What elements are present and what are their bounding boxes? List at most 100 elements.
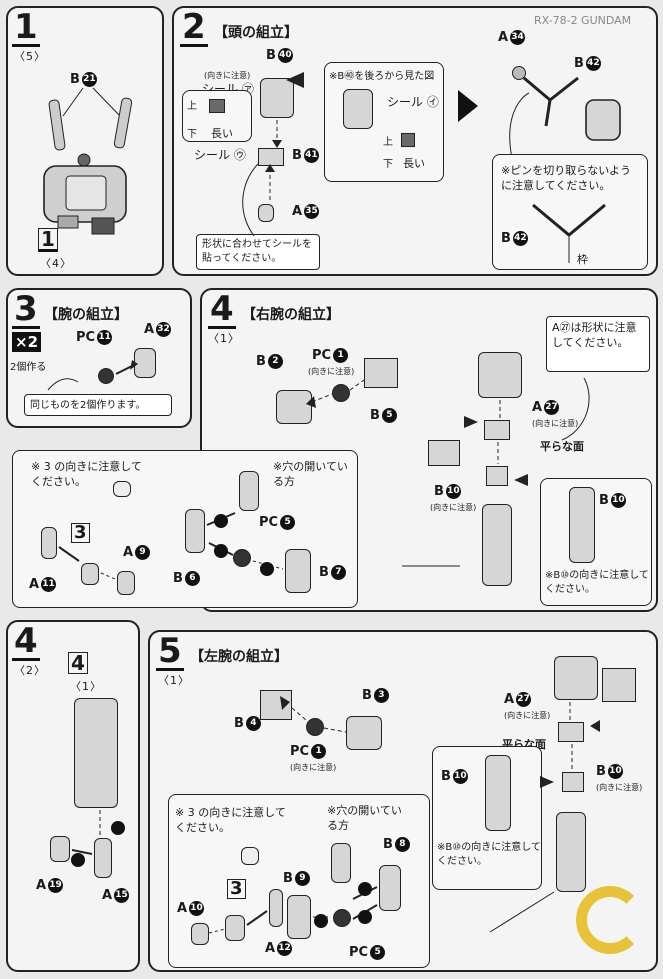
step1-count: 〈5〉 [14,50,46,63]
seal-i-long: 長い [403,157,425,170]
head-back [343,89,373,129]
part-pc5 [233,549,251,567]
part-b4 [260,690,292,720]
step1-ref-count: 〈4〉 [40,257,72,270]
step4b-number: 4 [12,621,40,661]
part-a34 [512,66,526,80]
b10-left-note: ※B⑩の向きに注意してください。 [437,842,541,867]
b10-left-box-drawing [485,755,511,831]
part-b8 [379,865,401,911]
pin-note: ※ピンを切り取らないように注意してください。 [501,164,631,192]
make-two-label: 2個作る [10,362,47,373]
seal-u-label: シール ㋒ [194,148,246,162]
part-b7 [285,549,311,593]
seal-i-shape [401,133,415,147]
step4a-hole-note: ※穴の開いている方 [273,460,348,488]
part-a27-left-alt [602,668,636,702]
step4a-dir-note: ※ 3 の向きに注意してください。 [31,460,142,488]
step4a-title: 【右腕の組立】 [242,307,340,323]
times-two-badge: ×2 [12,332,42,352]
b10-note: ※B⑩の向きに注意してください。 [545,570,649,595]
part-b3 [346,716,382,750]
part-b5 [364,358,398,388]
step5-hand-icon [241,847,259,865]
step1-drawing [43,87,133,235]
part-a9 [117,571,135,595]
step4a-number: 4 [208,289,236,329]
step1-ref-number: 1 [38,228,58,252]
seal-i-up: 上 [383,137,393,148]
part-pc11 [98,368,114,384]
part-b10-left [562,772,584,792]
forearm [482,504,512,586]
pc1-note: (向きに注意) [308,367,355,376]
frame-label: 枠 [577,253,588,266]
step3-title: 【腕の組立】 [44,307,128,323]
seal-a-up: 上 [187,101,197,112]
back-view-box: ※B㊵を後ろから見た図 シール ㋑ 上 下 長い [324,62,444,182]
step4b-count: 〈2〉 [14,664,46,677]
step4a-hand-icon [113,481,131,497]
step3-number: 3 [12,289,40,329]
step5-dir-note: ※ 3 の向きに注意してください。 [175,806,286,834]
a27-note: A㉗は形状に注意してください。 [546,316,650,372]
arm-assembly [74,698,118,808]
seal-a-down: 下 [187,129,197,140]
part-a27-left [558,722,584,742]
seal-i-down: 下 [383,159,393,170]
step4b-lines [71,810,125,867]
part-a12 [269,889,283,927]
step2-number: 2 [180,7,208,47]
head-front [260,78,294,118]
step5-detail-lines [208,882,378,934]
upper-arm-part [239,471,259,511]
step5-title: 【左腕の組立】 [190,649,288,665]
seal-a-legend: 上 下 長い [182,90,252,142]
b10-box-drawing [569,487,595,563]
step5-lines [280,696,600,933]
step5-count: 〈1〉 [158,674,190,687]
shoulder-block-left [554,656,598,700]
pin-drawing [532,203,606,263]
part-a19 [50,836,70,862]
step5-ref3: 3 [227,879,246,899]
pc1-left-note: (向きに注意) [290,763,337,772]
seal-i-label: シール ㋑ [387,95,439,109]
part-a10 [191,923,209,945]
step4a-count: 〈1〉 [208,332,240,345]
header-model: RX-78-2 GUNDAM [534,14,632,27]
upper-arm-part-left [331,843,351,883]
a27-left-sub: (向きに注意) [504,711,551,720]
watermark-logo [576,886,644,954]
step4a-ref3: 3 [71,523,90,543]
part-pc1 [332,384,350,402]
